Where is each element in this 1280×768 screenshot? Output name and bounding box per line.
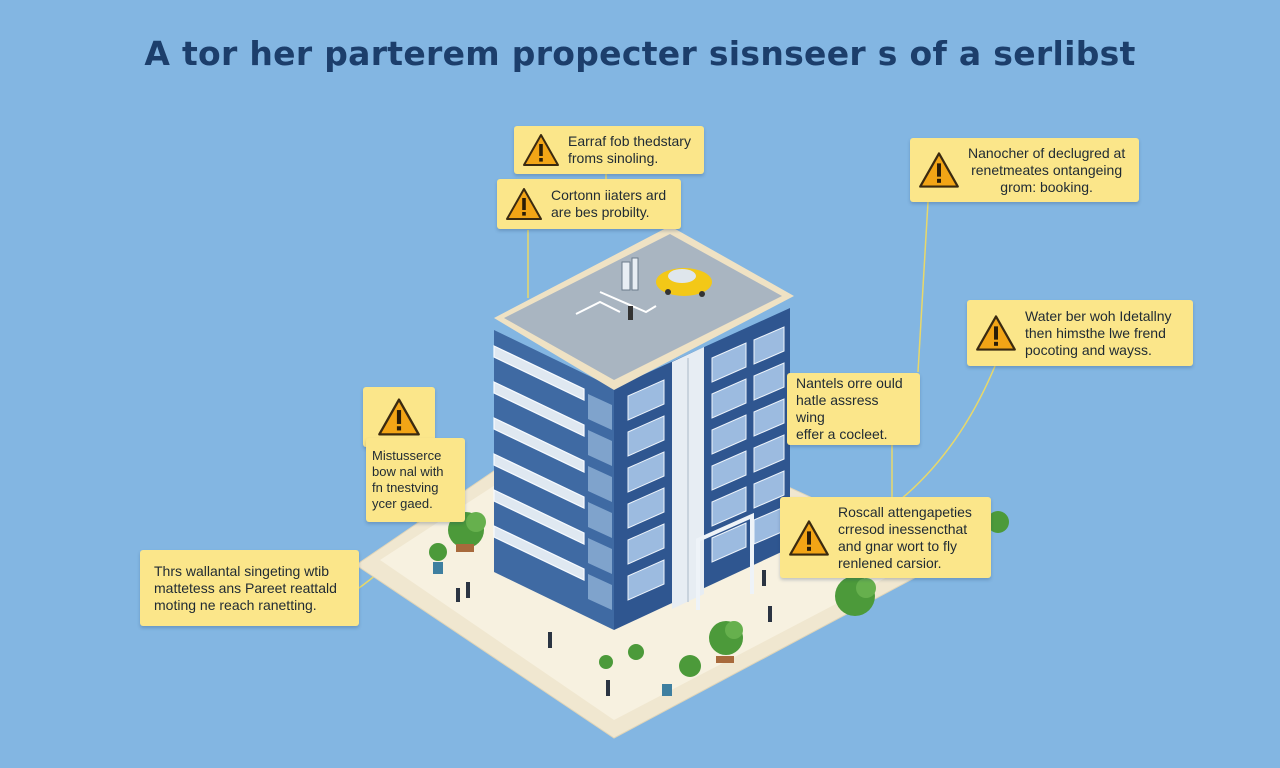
callout-signage: Thrs wallantal singeting wtib mattetess … (140, 550, 359, 626)
warning-icon (506, 188, 542, 220)
entrance-frame (696, 512, 754, 610)
callout-text: Water ber woh Idetallny then himsthe lwe… (1025, 307, 1172, 358)
roof-car-icon (656, 268, 712, 297)
windows-left (588, 394, 612, 610)
warning-icon (919, 152, 959, 188)
callout-text: Cortonn iiaters ard are bes probilty. (551, 187, 667, 220)
page-title: A tor her parterem propecter sisnseer s … (144, 34, 1136, 73)
callout-recall: Roscall attengapeties crresod inessencth… (780, 497, 991, 578)
windows-right (627, 326, 785, 601)
balconies-left (493, 345, 585, 581)
warning-icon (523, 134, 559, 166)
callout-text: Nantels orre ould hatle assress wing eff… (796, 375, 903, 442)
callout-roof-access: Cortonn iiaters ard are bes probilty. (497, 179, 681, 229)
warning-icon (976, 315, 1016, 351)
callout-text: Thrs wallantal singeting wtib mattetess … (154, 562, 337, 613)
warning-icon (378, 398, 420, 436)
people-icons (456, 570, 772, 696)
callout-fire-safety: Earraf fob thedstary froms sinoling. (514, 126, 704, 174)
callout-warning-left (363, 387, 435, 447)
callout-text: Earraf fob thedstary froms sinoling. (568, 133, 691, 166)
warning-icon (789, 519, 829, 556)
tree-icons (429, 511, 1009, 696)
callout-maintenance: Mistusserce bow nal with fn tnestving yc… (366, 438, 465, 522)
callout-address: Nantels orre ould hatle assress wing eff… (787, 373, 920, 445)
callout-text: Roscall attengapeties crresod inessencth… (838, 503, 972, 571)
callout-booking: Nanocher of declugred at renetmeates ont… (910, 138, 1139, 202)
callout-text: Nanocher of declugred at renetmeates ont… (968, 144, 1126, 195)
callout-water: Water ber woh Idetallny then himsthe lwe… (967, 300, 1193, 366)
callout-text: Mistusserce bow nal with fn tnestving yc… (372, 448, 444, 511)
